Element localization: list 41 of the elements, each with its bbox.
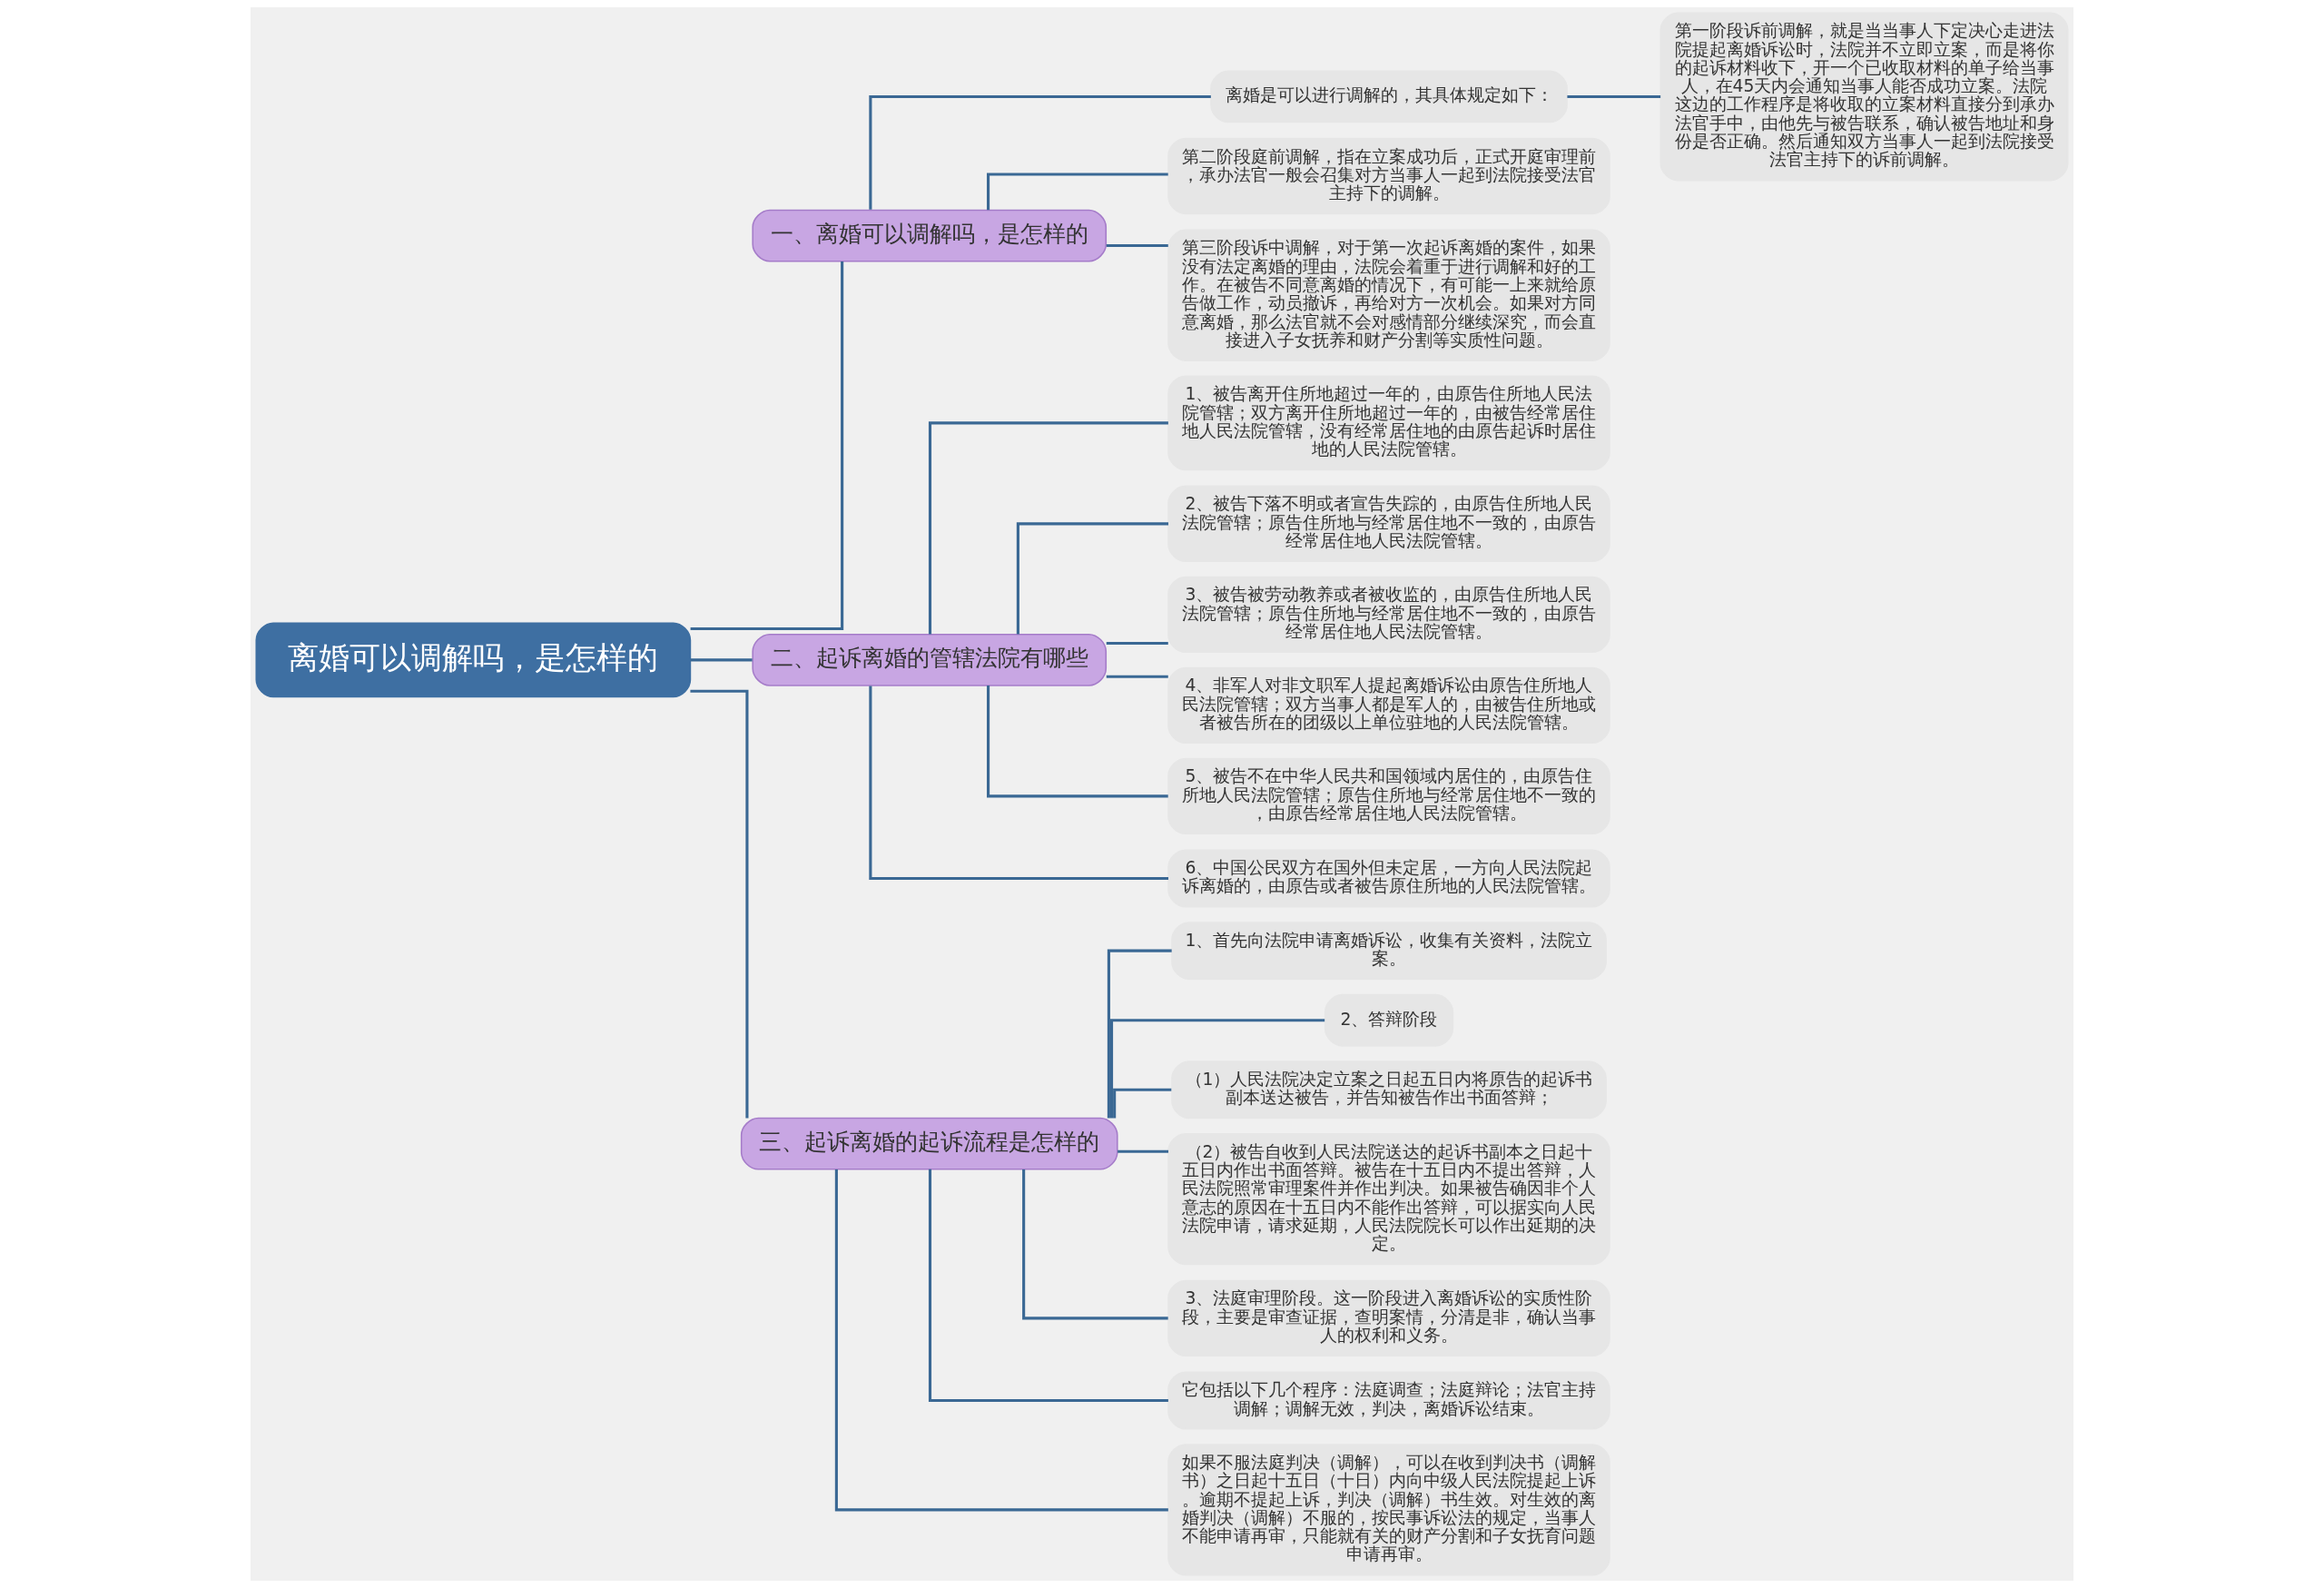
node-box: 1、首先向法院申请离婚诉讼，收集有关资料，法院立案。 — [1171, 922, 1607, 981]
node-box: 离婚可以调解吗，是怎样的 — [255, 622, 692, 698]
node-box: 2、被告下落不明或者宣告失踪的，由原告住所地人民法院管辖；原告住所地与经常居住地不一致的，由原告经常居住地人民法院管辖。 — [1167, 485, 1610, 562]
node-box: 2、答辩阶段 — [1324, 993, 1454, 1047]
connector — [1107, 949, 1172, 1119]
node-box: 离婚是可以进行调解的，其具体规定如下： — [1210, 70, 1568, 123]
node-box: 二、起诉离婚的管辖法院有哪些 — [752, 633, 1108, 686]
connector — [690, 658, 753, 662]
node-box: 第三阶段诉中调解，对于第一次起诉离婚的案件，如果没有法定离婚的理由，法院会着重于进行调解和好的工作。在被告不同意离婚的情况下，有可能一上来就给原告做工作，动员撤诉，再给对方一次机会。如果对方同意离婚，那么法官就不会对感情部分继续深究，而会直接进入子女抚养和财产分割等实质性问题。 — [1167, 229, 1610, 361]
connector — [987, 686, 1168, 798]
connector — [928, 421, 1168, 635]
node-box: 3、法庭审理阶段。这一阶段进入离婚诉讼的实质性阶段，主要是审查证据，查明案情，分清是非，确认当事人的权利和义务。 — [1167, 1279, 1610, 1357]
node-box: 三、起诉离婚的起诉流程是怎样的 — [740, 1117, 1118, 1170]
connector — [1118, 1149, 1168, 1153]
connector — [928, 1169, 1168, 1403]
node-box: 第二阶段庭前调解，指在立案成功后，正式开庭审理前，承办法官一般会召集对方当事人一起到法院接受法官主持下的调解。 — [1167, 137, 1610, 215]
connector — [987, 173, 1168, 211]
node-box: 5、被告不在中华人民共和国领域内居住的，由原告住所地人民法院管辖；原告住所地与经常居住地不一致的，由原告经常居住地人民法院管辖。 — [1167, 757, 1610, 835]
connector — [1567, 94, 1661, 99]
connector — [690, 261, 844, 630]
connector — [1022, 1169, 1168, 1320]
connector — [1113, 1088, 1172, 1119]
node-box: 它包括以下几个程序：法庭调查；法庭辩论；法官主持调解；调解无效，判决，离婚诉讼结束。 — [1167, 1371, 1610, 1430]
node-box: 3、被告被劳动教养或者被收监的，由原告住所地人民法院管辖；原告住所地与经常居住地不一致的，由原告经常居住地人民法院管辖。 — [1167, 576, 1610, 653]
node-box: 如果不服法庭判决（调解），可以在收到判决书（调解书）之日起十五日（十日）内向中级人民法院提起上诉。逾期不提起上诉，判决（调解）书生效。对生效的离婚判决（调解）不服的，按民事诉讼法的规定，当事人不能申请再审，只能就有关的财产分割和子女抚育问题申请再审。 — [1167, 1444, 1610, 1576]
connector — [1016, 522, 1168, 635]
node-box: 一、离婚可以调解吗，是怎样的 — [752, 209, 1108, 262]
connector — [1106, 243, 1168, 248]
node-box: （2）被告自收到人民法院送达的起诉书副本之日起十五日内作出书面答辩。被告在十五日内不提出答辩，人民法院照常审理案件并作出判决。如果被告确因非个人意志的原因在十五日内不能作出答辩，可以据实向人民法院申请，请求延期，人民法院院长可以作出延期的决定。 — [1167, 1132, 1610, 1266]
node-box: 第一阶段诉前调解，就是当当事人下定决心走进法院提起离婚诉讼时，法院并不立即立案，而是将你的起诉材料收下，开一个已收取材料的单子给当事人，在45天内会通知当事人能否成功立案。法院这边的工作程序是将收取的立案材料直接分到承办法官手中，由他先与被告联系，确认被告地址和身份是否正确。然后通知双方当事人一起到法院接受法官主持下的诉前调解。 — [1659, 12, 2069, 182]
connector — [869, 94, 1211, 210]
connector — [1106, 641, 1168, 646]
connector — [1109, 1019, 1325, 1119]
node-box: 4、非军人对非文职军人提起离婚诉讼由原告住所地人民法院管辖；双方当事人都是军人的，由被告住所地或者被告所在的团级以上单位驻地的人民法院管辖。 — [1167, 666, 1610, 744]
node-box: 1、被告离开住所地超过一年的，由原告住所地人民法院管辖；双方离开住所地超过一年的，由被告经常居住地人民法院管辖，没有经常居住地的由原告起诉时居住地的人民法院管辖。 — [1167, 375, 1610, 471]
connector — [1106, 675, 1168, 678]
connector — [834, 1169, 1168, 1512]
node-box: （1）人民法院决定立案之日起五日内将原告的起诉书副本送达被告，并告知被告作出书面答辩； — [1171, 1060, 1607, 1119]
connector — [690, 689, 749, 1119]
node-box: 6、中国公民双方在国外但未定居，一方向人民法院起诉离婚的，由原告或者被告原住所地的人民法院管辖。 — [1167, 849, 1610, 908]
connector — [869, 686, 1168, 881]
